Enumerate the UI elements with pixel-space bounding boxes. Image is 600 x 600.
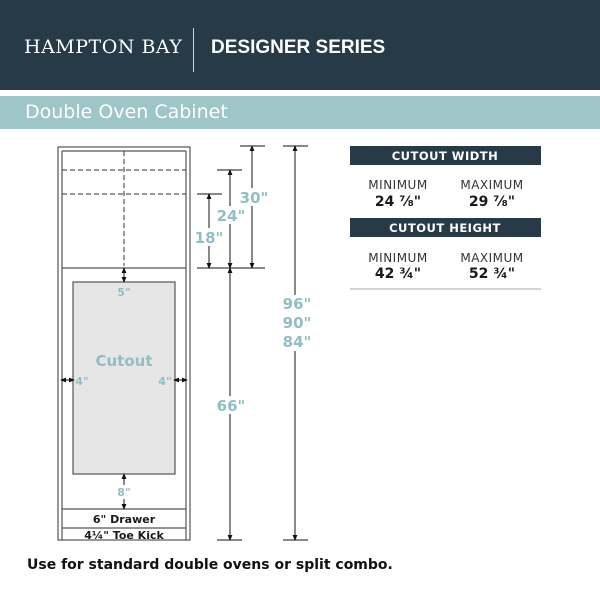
upper-height-18: 18" xyxy=(195,229,224,247)
cabinet-outline xyxy=(57,146,191,541)
height-min-label: MINIMUM xyxy=(368,251,427,265)
width-min-value: 24 ⅞" xyxy=(375,194,421,210)
header-divider xyxy=(193,28,194,72)
width-max-label: MAXIMUM xyxy=(460,178,523,192)
height-max-value: 52 ¾" xyxy=(469,266,515,282)
total-height-96: 96" xyxy=(283,295,312,313)
toe-kick-label: 4¼" Toe Kick xyxy=(84,529,164,542)
usage-note: Use for standard double ovens or split c… xyxy=(27,557,393,573)
height-max-label: MAXIMUM xyxy=(460,251,523,265)
brand-logo: HAMPTON BAY xyxy=(24,36,183,58)
series-name: DESIGNER SERIES xyxy=(211,37,386,58)
total-height-90: 90" xyxy=(283,314,312,332)
cutout-label: Cutout xyxy=(95,352,152,370)
width-max-value: 29 ⅞" xyxy=(469,194,515,210)
right-gap-label: 4" xyxy=(158,375,171,388)
top-gap-label: 5" xyxy=(117,286,130,299)
cutout-height-header xyxy=(350,218,541,237)
lower-height-66: 66" xyxy=(217,397,246,415)
drawer-label: 6" Drawer xyxy=(93,513,156,526)
page-title: Double Oven Cabinet xyxy=(25,101,228,123)
upper-height-24: 24" xyxy=(217,207,246,225)
upper-height-30: 30" xyxy=(240,189,269,207)
cutout-width-header xyxy=(350,146,541,165)
left-gap-label: 4" xyxy=(75,375,88,388)
height-min-value: 42 ¾" xyxy=(375,266,421,282)
header-bar: HAMPTON BAY DESIGNER SERIES xyxy=(0,0,600,90)
cutout-width-heading: CUTOUT WIDTH xyxy=(392,149,499,163)
bottom-gap-label: 8" xyxy=(117,486,130,499)
title-band: Double Oven Cabinet xyxy=(0,96,600,129)
total-height-84: 84" xyxy=(283,333,312,351)
cutout-height-heading: CUTOUT HEIGHT xyxy=(389,221,501,235)
width-min-label: MINIMUM xyxy=(368,178,427,192)
cutout-area xyxy=(72,281,176,475)
